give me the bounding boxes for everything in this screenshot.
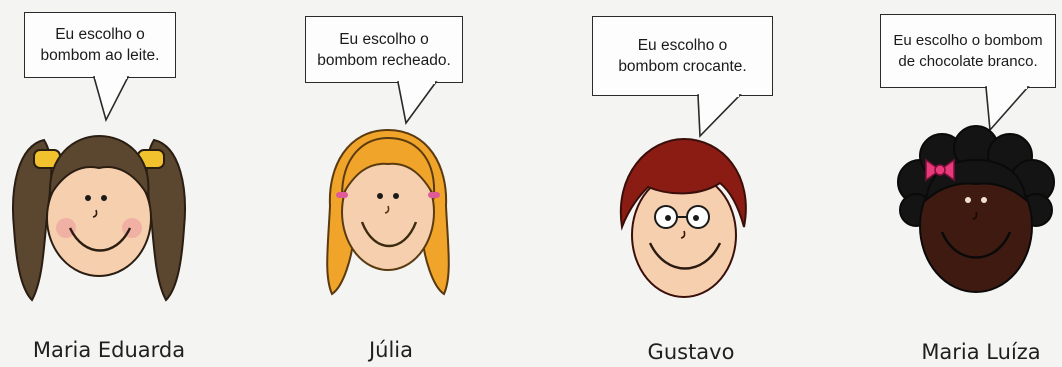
speech-bubble-maria-eduarda: Eu escolho o bombom ao leite. bbox=[24, 12, 176, 78]
speech-bubble-gustavo: Eu escolho o bombom crocante. bbox=[592, 16, 773, 96]
name-label-gustavo: Gustavo bbox=[647, 340, 735, 364]
speech-bubble-julia: Eu escolho o bombom recheado. bbox=[305, 16, 463, 83]
name-label-maria-luiza: Maria Luíza bbox=[921, 340, 1041, 364]
name-label-julia: Júlia bbox=[368, 338, 414, 362]
julia-face-illustration bbox=[326, 128, 450, 296]
maria-eduarda-face-illustration bbox=[12, 134, 186, 302]
speech-bubble-tail-gustavo bbox=[697, 94, 742, 138]
maria-luiza-face-illustration bbox=[897, 125, 1055, 293]
gustavo-face-illustration bbox=[619, 137, 747, 298]
speech-bubble-maria-luiza: Eu escolho o bombom de chocolate branco. bbox=[880, 14, 1056, 88]
name-label-maria-eduarda: Maria Eduarda bbox=[32, 338, 186, 362]
speech-bubble-tail-maria-luiza bbox=[985, 86, 1030, 132]
speech-bubble-tail-maria-eduarda bbox=[92, 76, 130, 123]
speech-bubble-tail-julia bbox=[397, 81, 438, 125]
